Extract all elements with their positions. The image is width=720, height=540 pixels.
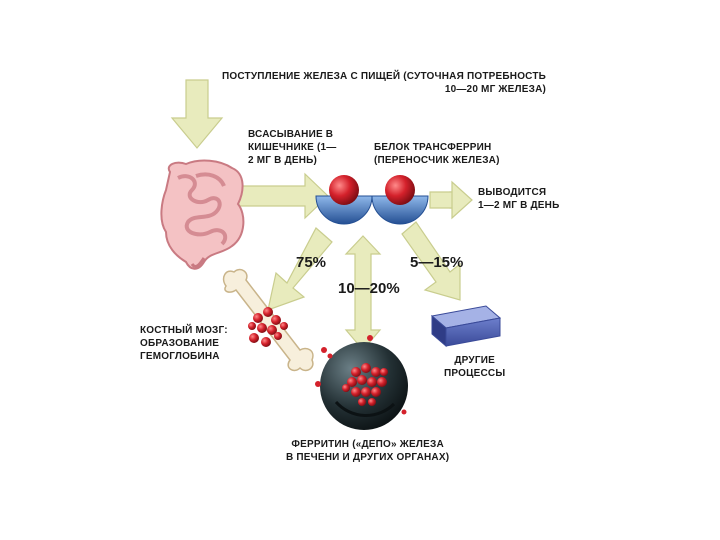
other-label: ДРУГИЕ ПРОЦЕССЫ <box>444 354 505 380</box>
other-arrow <box>401 221 461 301</box>
absorption-label-line-2: КИШЕЧНИКЕ (1— <box>248 142 337 153</box>
absorption-arrow <box>227 172 329 220</box>
other-percent: 5—15% <box>410 254 464 271</box>
intake-arrow <box>170 79 224 149</box>
marrow-arrow <box>267 227 333 311</box>
marrow-label-line-2: ОБРАЗОВАНИЕ <box>140 338 220 349</box>
transferrin-label-line-1: БЕЛОК ТРАНСФЕРРИН <box>374 142 492 153</box>
marrow-percent: 75% <box>296 254 327 271</box>
absorption-label-line-1: ВСАСЫВАНИЕ В <box>248 129 334 140</box>
ferritin-label-line-1: ФЕРРИТИН («ДЕПО» ЖЕЛЕЗА <box>291 439 444 450</box>
excretion-label-line-2: 1—2 МГ В ДЕНЬ <box>478 200 560 211</box>
other-label-line-2: ПРОЦЕССЫ <box>444 368 506 379</box>
excretion-label: ВЫВОДИТСЯ 1—2 МГ В ДЕНЬ <box>478 186 559 212</box>
ferritin-percent: 10—20% <box>338 280 400 297</box>
transferrin-label: БЕЛОК ТРАНСФЕРРИН (ПЕРЕНОСЧИК ЖЕЛЕЗА) <box>374 141 500 167</box>
arrows <box>170 79 473 351</box>
ferritin-label: ФЕРРИТИН («ДЕПО» ЖЕЛЕЗА В ПЕЧЕНИ И ДРУГИ… <box>286 438 449 464</box>
intake-label-line-2: 10—20 МГ ЖЕЛЕЗА) <box>444 84 547 95</box>
intake-label-line-1: ПОСТУПЛЕНИЕ ЖЕЛЕЗА С ПИЩЕЙ (СУТОЧНАЯ ПОТ… <box>222 71 547 82</box>
transferrin-label-line-2: (ПЕРЕНОСЧИК ЖЕЛЕЗА) <box>374 155 500 166</box>
absorption-label: ВСАСЫВАНИЕ В КИШЕЧНИКЕ (1— 2 МГ В ДЕНЬ) <box>248 128 337 167</box>
ferritin-sphere-icon <box>315 335 408 430</box>
intake-label: ПОСТУПЛЕНИЕ ЖЕЛЕЗА С ПИЩЕЙ (СУТОЧНАЯ ПОТ… <box>222 70 546 96</box>
intestine-icon <box>160 159 245 270</box>
excretion-arrow-shaft <box>429 191 453 209</box>
excretion-arrow <box>449 180 473 220</box>
marrow-label: КОСТНЫЙ МОЗГ: ОБРАЗОВАНИЕ ГЕМОГЛОБИНА <box>140 324 228 363</box>
excretion-label-line-1: ВЫВОДИТСЯ <box>478 187 547 198</box>
marrow-label-line-3: ГЕМОГЛОБИНА <box>140 351 220 362</box>
other-processes-box-icon <box>430 305 502 348</box>
other-label-line-1: ДРУГИЕ <box>454 355 495 366</box>
red-blood-cells <box>248 307 288 347</box>
transferrin-molecule-icon <box>315 175 429 225</box>
marrow-label-line-1: КОСТНЫЙ МОЗГ: <box>140 325 228 336</box>
ferritin-label-line-2: В ПЕЧЕНИ И ДРУГИХ ОРГАНАХ) <box>286 452 450 463</box>
absorption-label-line-3: 2 МГ В ДЕНЬ) <box>248 155 318 166</box>
bone-icon <box>222 268 314 372</box>
